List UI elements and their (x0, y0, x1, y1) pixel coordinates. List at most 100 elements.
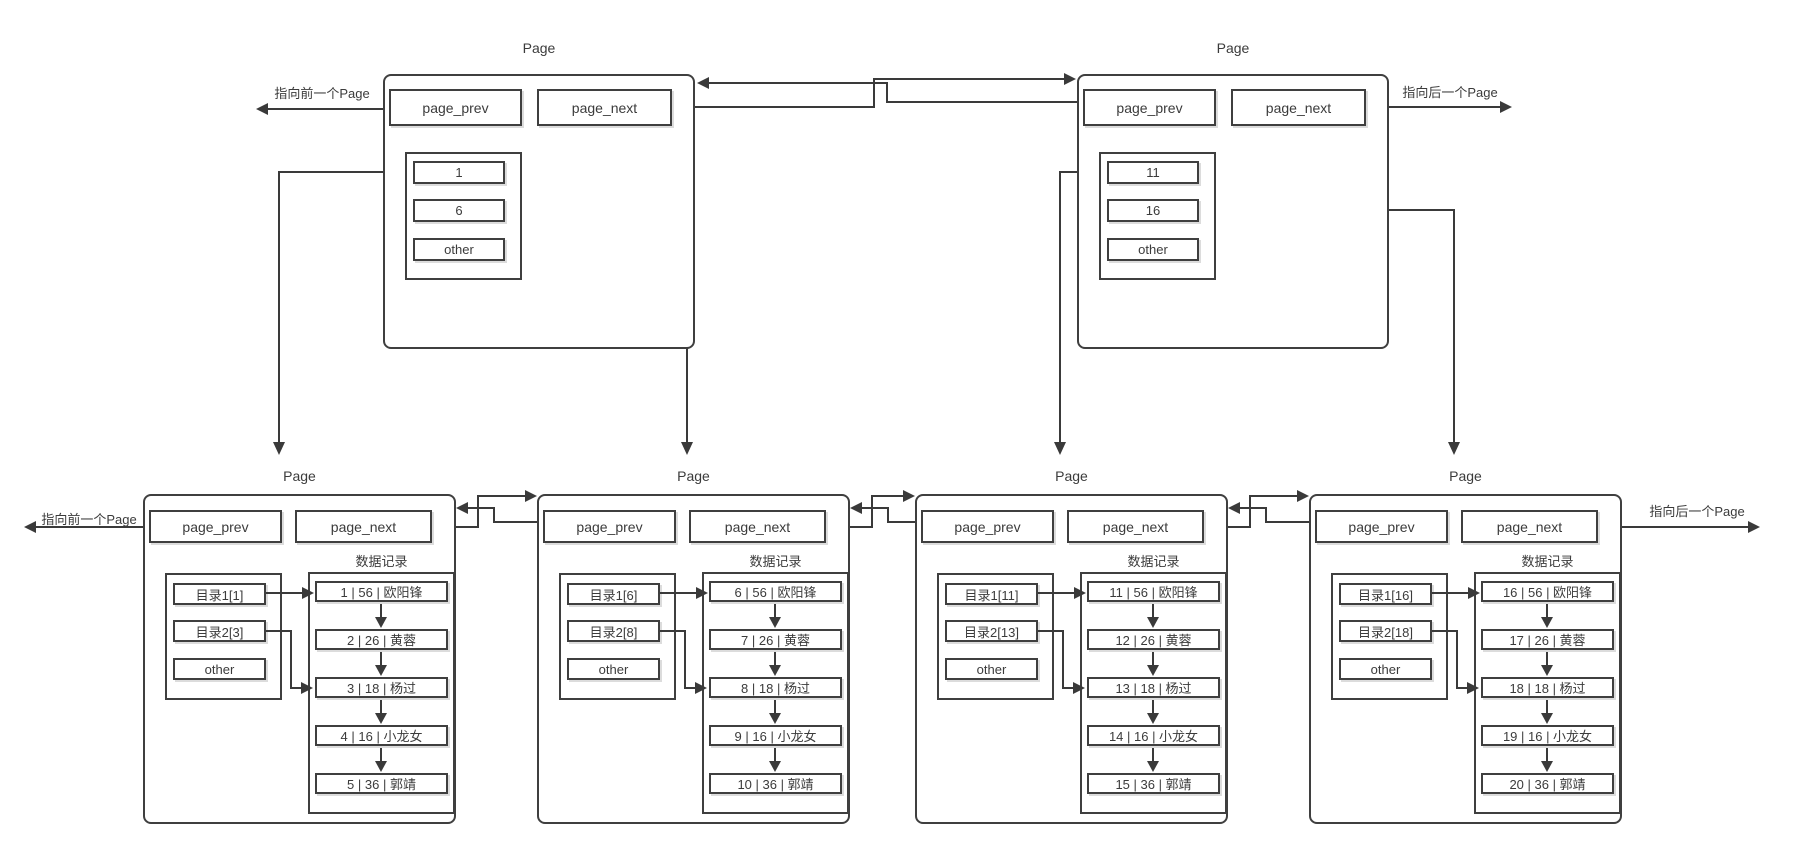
record-chain-arrow (375, 700, 387, 724)
page-prev-field: page_prev (543, 510, 676, 543)
page-title: Page (1449, 468, 1482, 484)
record-chain-arrow (1147, 652, 1159, 676)
record-chain-arrow (375, 748, 387, 772)
page-title: Page (283, 468, 316, 484)
record-row: 2 | 26 | 黄蓉 (315, 629, 448, 650)
key-cell: 16 (1107, 199, 1199, 222)
key-cell: other (1107, 238, 1199, 261)
page-prev-field: page_prev (1083, 89, 1216, 126)
leaf-page-2: Page page_prev page_next 数据记录 目录1[6] 目录2… (537, 464, 850, 824)
record-row: 6 | 56 | 欧阳锋 (709, 581, 842, 602)
leaf-page-4: Page page_prev page_next 数据记录 目录1[16] 目录… (1309, 464, 1622, 824)
page-title: Page (1216, 40, 1250, 56)
next-page-arrow-bottom (1598, 521, 1760, 533)
page-title: Page (1055, 468, 1088, 484)
index-page-1: Page page_prev page_next 1 6 other (383, 36, 695, 356)
page-next-field: page_next (689, 510, 826, 543)
directory-slot: 目录1[11] (945, 583, 1038, 605)
record-row: 16 | 56 | 欧阳锋 (1481, 581, 1614, 602)
record-row: 19 | 16 | 小龙女 (1481, 725, 1614, 746)
dir2-to-record3-arrow (1038, 630, 1085, 694)
leaf-internal-arrows (1432, 587, 1553, 772)
record-chain-arrow (769, 604, 781, 628)
directory-slot: other (567, 658, 660, 680)
page-next-field: page_next (1231, 89, 1366, 126)
record-row: 4 | 16 | 小龙女 (315, 725, 448, 746)
record-chain-arrow (1541, 748, 1553, 772)
prev-page-label-bottom: 指向前一个Page (41, 512, 137, 527)
record-row: 7 | 26 | 黄蓉 (709, 629, 842, 650)
directory-slot: 目录2[18] (1339, 620, 1432, 642)
directory-slot: 目录2[8] (567, 620, 660, 642)
record-row: 18 | 18 | 杨过 (1481, 677, 1614, 698)
key-cell: 11 (1107, 161, 1199, 184)
record-chain-arrow (375, 652, 387, 676)
dir1-to-record1-arrow (266, 587, 314, 599)
record-row: 11 | 56 | 欧阳锋 (1087, 581, 1220, 602)
record-chain-arrow (1541, 604, 1553, 628)
page-next-field: page_next (295, 510, 432, 543)
data-records-label: 数据记录 (1127, 554, 1180, 569)
page-prev-link-top (697, 77, 1077, 103)
page-next-link-top (672, 73, 1076, 108)
record-row: 14 | 16 | 小龙女 (1087, 725, 1220, 746)
dir1-to-record1-arrow (1432, 587, 1480, 599)
leaf4-to-leaf3-prev-link (1228, 502, 1309, 523)
leaf-internal-arrows (1038, 587, 1159, 772)
record-chain-arrow (1541, 652, 1553, 676)
record-row: 9 | 16 | 小龙女 (709, 725, 842, 746)
page-next-field: page_next (537, 89, 672, 126)
leaf-internal-arrows (660, 587, 781, 772)
page-next-field: page_next (1067, 510, 1204, 543)
record-row: 3 | 18 | 杨过 (315, 677, 448, 698)
prev-page-arrow-top (256, 103, 383, 115)
directory-slot: 目录1[16] (1339, 583, 1432, 605)
record-row: 8 | 18 | 杨过 (709, 677, 842, 698)
record-row: 10 | 36 | 郭靖 (709, 773, 842, 794)
record-chain-arrow (1541, 700, 1553, 724)
dir2-to-record3-arrow (266, 630, 313, 694)
key-cell: other (413, 238, 505, 261)
leaf2-to-leaf1-prev-link (456, 502, 537, 523)
next-page-label-bottom: 指向后一个Page (1649, 504, 1745, 519)
record-chain-arrow (769, 700, 781, 724)
directory-slot: 目录1[6] (567, 583, 660, 605)
key-1-to-leaf-1-connector (273, 171, 413, 455)
prev-page-label-top: 指向前一个Page (274, 86, 370, 101)
record-chain-arrow (769, 748, 781, 772)
dir2-to-record3-arrow (660, 630, 707, 694)
directory-slot: 目录2[13] (945, 620, 1038, 642)
page-prev-field: page_prev (389, 89, 522, 126)
page-next-field: page_next (1461, 510, 1598, 543)
leaf-page-3: Page page_prev page_next 数据记录 目录1[11] 目录… (915, 464, 1228, 824)
dir1-to-record1-arrow (1038, 587, 1086, 599)
data-records-label: 数据记录 (355, 554, 408, 569)
page-prev-field: page_prev (1315, 510, 1448, 543)
record-row: 20 | 36 | 郭靖 (1481, 773, 1614, 794)
leaf-page-1: Page page_prev page_next 数据记录 目录1[1] 目录2… (143, 464, 456, 824)
next-page-label-top: 指向后一个Page (1402, 85, 1498, 100)
record-chain-arrow (1147, 748, 1159, 772)
record-row: 13 | 18 | 杨过 (1087, 677, 1220, 698)
page-title: Page (522, 40, 556, 56)
record-chain-arrow (1147, 604, 1159, 628)
dir2-to-record3-arrow (1432, 630, 1479, 694)
directory-slot: other (173, 658, 266, 680)
record-row: 12 | 26 | 黄蓉 (1087, 629, 1220, 650)
record-chain-arrow (1147, 700, 1159, 724)
record-row: 17 | 26 | 黄蓉 (1481, 629, 1614, 650)
key-cell: 1 (413, 161, 505, 184)
directory-slot: other (945, 658, 1038, 680)
directory-slot: 目录2[3] (173, 620, 266, 642)
record-chain-arrow (769, 652, 781, 676)
record-row: 1 | 56 | 欧阳锋 (315, 581, 448, 602)
leaf-internal-arrows (266, 587, 387, 772)
data-records-label: 数据记录 (1521, 554, 1574, 569)
directory-slot: 目录1[1] (173, 583, 266, 605)
record-row: 15 | 36 | 郭靖 (1087, 773, 1220, 794)
index-page-2: Page page_prev page_next 11 16 other (1077, 36, 1389, 356)
data-records-label: 数据记录 (749, 554, 802, 569)
page-title: Page (677, 468, 710, 484)
page-prev-field: page_prev (921, 510, 1054, 543)
